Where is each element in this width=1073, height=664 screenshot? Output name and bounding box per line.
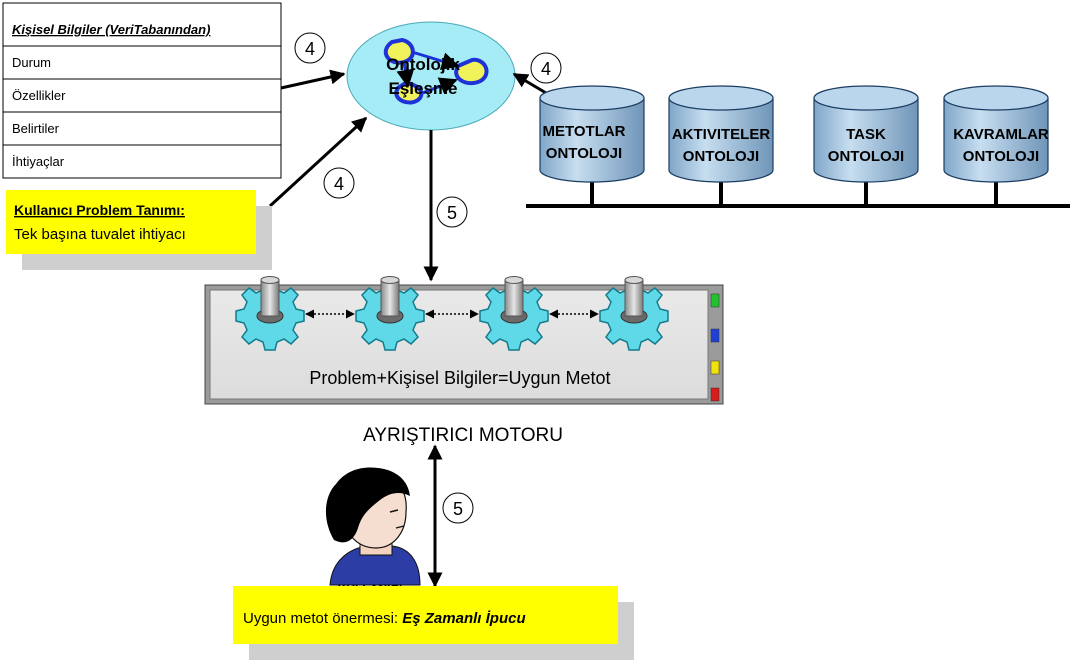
- ontology-matching-line1: Ontolojik: [386, 55, 460, 74]
- step-badge-label: 5: [453, 499, 463, 519]
- ontology-cylinder-activities: AKTIVITELER ONTOLOJI: [669, 86, 773, 182]
- cylinder-label-line1: AKTIVITELER: [672, 126, 771, 143]
- ontology-matching-line2: Eşleşme: [389, 79, 458, 98]
- step-badge: 4: [295, 33, 325, 63]
- suggestion-method: Eş Zamanlı İpucu: [402, 610, 525, 627]
- cylinder-label-line1: KAVRAMLAR: [953, 126, 1049, 143]
- arrow-problem-to-matching: [270, 118, 366, 206]
- engine-indicator-light: [711, 388, 719, 401]
- ontology-matching-node: Ontolojik Eşleşme: [347, 22, 515, 130]
- step-badge: 4: [531, 53, 561, 83]
- step-badge-label: 4: [541, 59, 551, 79]
- table-row: Belirtiler: [12, 121, 60, 136]
- table-row: İhtiyaçlar: [12, 154, 65, 169]
- box-fill: [6, 190, 256, 254]
- cylinder-label-line2: ONTOLOJI: [963, 148, 1039, 165]
- ontology-cylinder-concepts: KAVRAMLAR ONTOLOJI: [944, 86, 1049, 182]
- suggestion-box: Uygun metot önermesi: Eş Zamanlı İpucu: [233, 586, 634, 660]
- matching-blob-icon: [456, 60, 486, 83]
- engine-indicator-light: [711, 361, 719, 374]
- user-problem-text: Tek başına tuvalet ihtiyacı: [14, 226, 186, 243]
- table-header: Kişisel Bilgiler (VeriTabanından): [12, 22, 210, 37]
- cylinder-label-line1: TASK: [846, 126, 886, 143]
- engine-indicator-light: [711, 294, 719, 307]
- table-row: Özellikler: [12, 88, 66, 103]
- user-problem-box: Kullanıcı Problem Tanımı: Tek başına tuv…: [6, 190, 272, 270]
- step-badge: 5: [443, 493, 473, 523]
- ontology-cylinder-methods: METOTLAR ONTOLOJI: [540, 86, 644, 182]
- engine-formula: Problem+Kişisel Bilgiler=Uygun Metot: [309, 368, 610, 388]
- engine-indicator-light: [711, 329, 719, 342]
- engine-title: AYRIŞTIRICI MOTORU: [363, 425, 563, 446]
- ontology-cylinder-task: TASK ONTOLOJI: [814, 86, 918, 182]
- step-badge-label: 4: [305, 39, 315, 59]
- cylinder-label-line2: ONTOLOJI: [683, 148, 759, 165]
- suggestion-prefix: Uygun metot önermesi:: [243, 610, 402, 627]
- cylinder-label-line2: ONTOLOJI: [828, 148, 904, 165]
- suggestion-text: Uygun metot önermesi: Eş Zamanlı İpucu: [243, 610, 526, 627]
- ontology-matching-ellipse: [347, 22, 515, 130]
- personal-info-table: Kişisel Bilgiler (VeriTabanından) Durum …: [3, 3, 281, 178]
- step-badge-label: 4: [334, 174, 344, 194]
- user-avatar-icon: [326, 468, 420, 585]
- user-problem-title: Kullanıcı Problem Tanımı:: [14, 202, 185, 218]
- parser-engine: Problem+Kişisel Bilgiler=Uygun Metot: [205, 277, 723, 405]
- cylinder-label-line2: ONTOLOJI: [546, 145, 622, 162]
- cylinder-label-line1: METOTLAR: [542, 123, 625, 140]
- step-badge: 5: [437, 197, 467, 227]
- arrow-table-to-matching: [281, 74, 344, 88]
- step-badge-label: 5: [447, 203, 457, 223]
- step-badge: 4: [324, 168, 354, 198]
- table-row: Durum: [12, 55, 51, 70]
